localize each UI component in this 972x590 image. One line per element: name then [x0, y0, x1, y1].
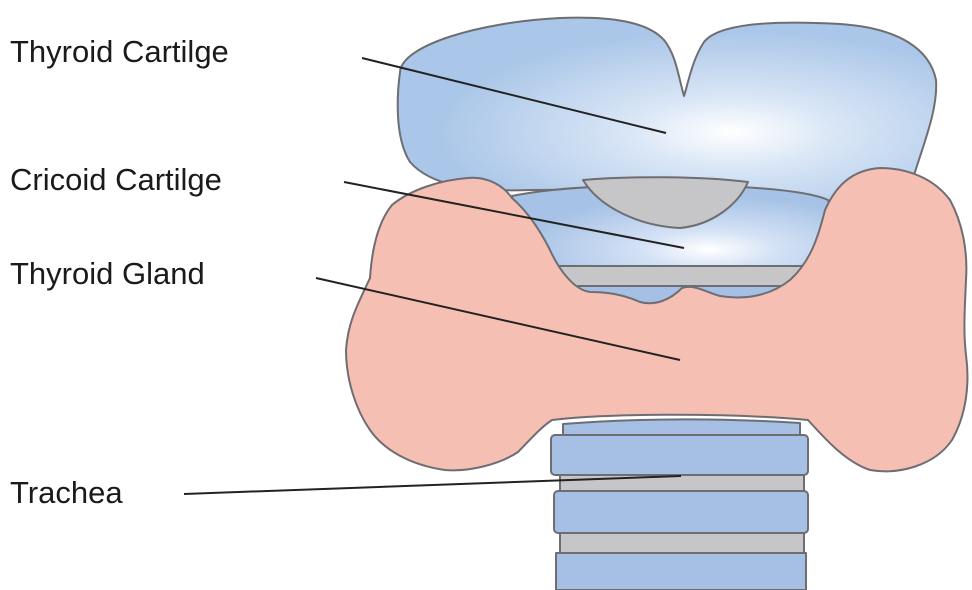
label-thyroid-cartilage: Thyroid Cartilge — [10, 34, 229, 69]
label-cricoid-cartilage: Cricoid Cartilge — [10, 162, 222, 197]
trachea-ring — [551, 435, 808, 475]
label-trachea: Trachea — [10, 475, 123, 510]
label-thyroid-gland: Thyroid Gland — [10, 256, 205, 291]
trachea-membrane — [560, 532, 804, 554]
trachea — [551, 419, 808, 590]
cricoid-ring-band — [556, 266, 810, 288]
trachea-ring — [556, 553, 806, 590]
trachea-ring — [554, 491, 808, 533]
